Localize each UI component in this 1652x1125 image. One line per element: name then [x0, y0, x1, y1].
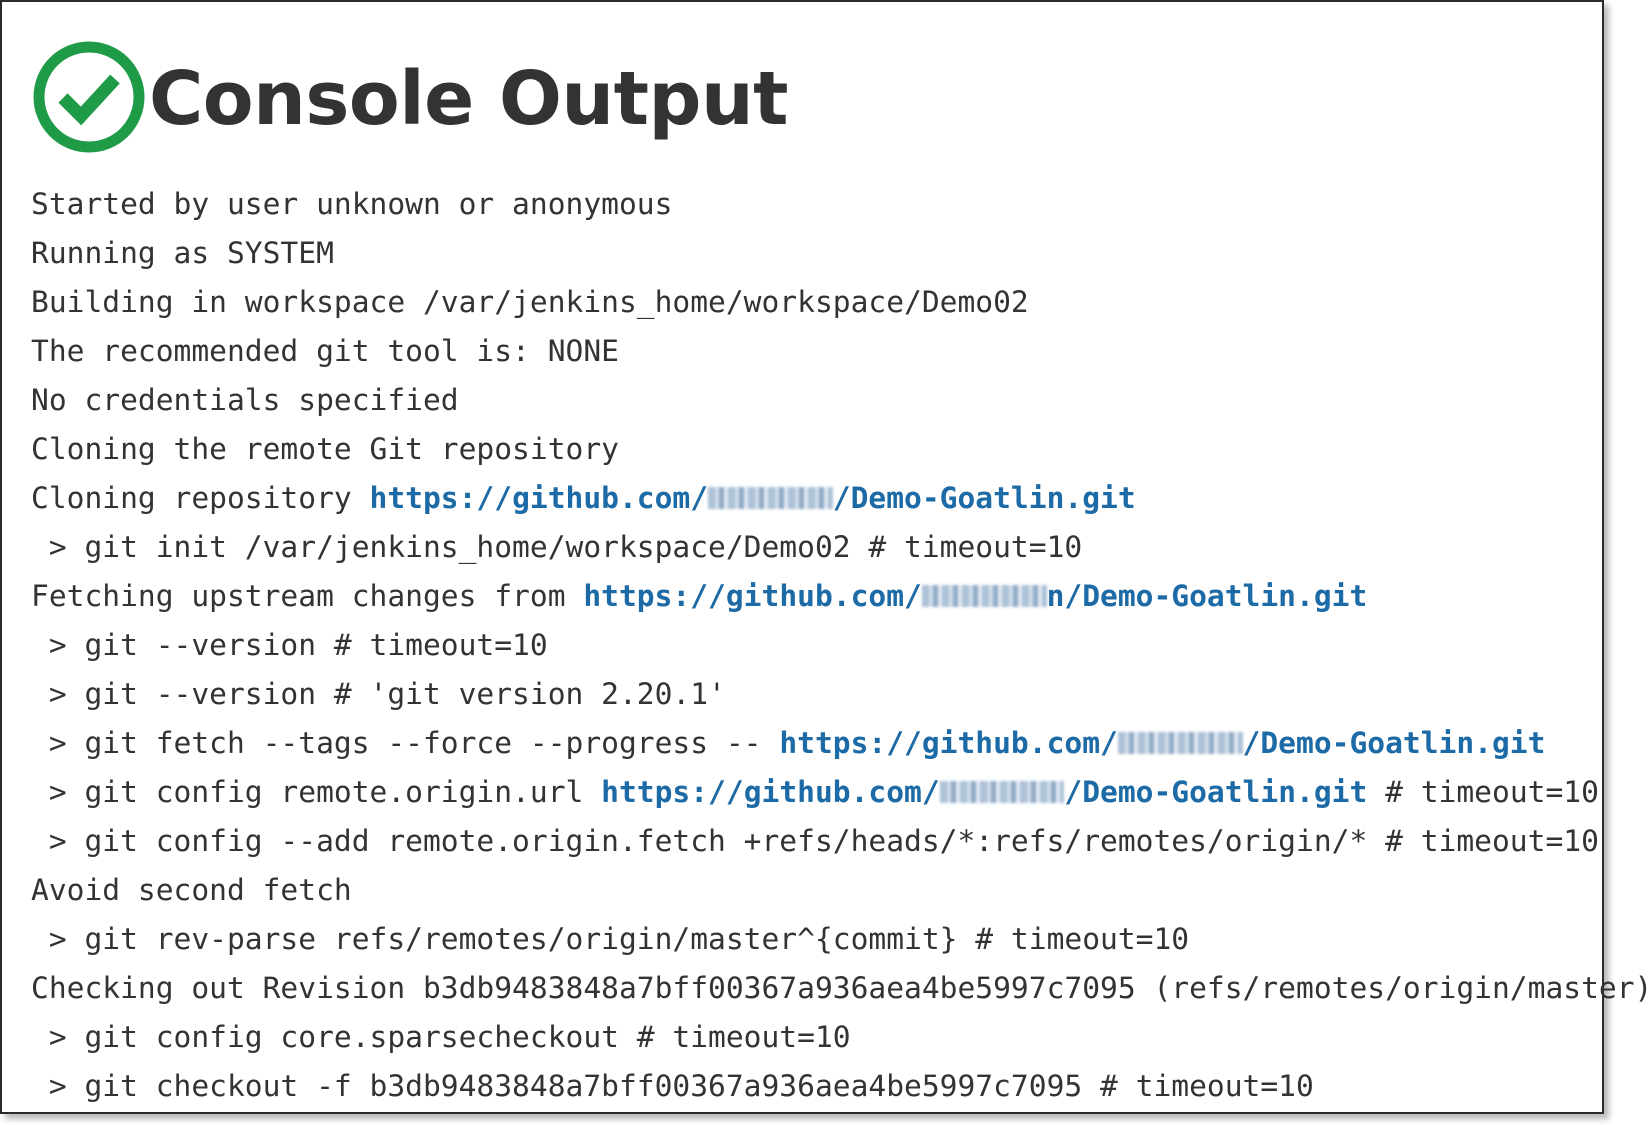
console-line: Fetching upstream changes from https://g…	[31, 572, 1602, 621]
console-text: > git init /var/jenkins_home/workspace/D…	[31, 530, 1083, 564]
redacted-username	[708, 486, 833, 509]
console-line: Running as SYSTEM	[31, 229, 1602, 278]
console-line: Cloning repository https://github.com/ /D…	[31, 474, 1602, 523]
link-text: n/Demo-Goatlin.git	[1046, 579, 1368, 613]
console-text: Avoid second fetch	[31, 873, 352, 907]
console-line: Checking out Revision b3db9483848a7bff00…	[31, 964, 1652, 1013]
redacted-username	[1117, 731, 1243, 754]
console-line: > git rev-parse refs/remotes/origin/mast…	[31, 915, 1602, 964]
console-line: > git config remote.origin.url https://g…	[31, 768, 1602, 817]
page-title: Console Output	[149, 56, 789, 142]
console-line: > git config --add remote.origin.fetch +…	[31, 817, 1602, 866]
console-text: > git config --add remote.origin.fetch +…	[31, 824, 1599, 858]
page-header: Console Output	[33, 40, 789, 158]
link-text: https://github.com/	[601, 775, 940, 809]
redacted-username	[939, 780, 1065, 803]
link-text: https://github.com/	[779, 726, 1118, 760]
console-text: > git checkout -f b3db9483848a7bff00367a…	[31, 1069, 1314, 1103]
console-text: Cloning repository	[31, 481, 370, 515]
console-text: Fetching upstream changes from	[31, 579, 584, 613]
redacted-username	[921, 584, 1047, 607]
repository-link[interactable]: https://github.com/ /Demo-Goatlin.git	[601, 775, 1367, 809]
console-text: Running as SYSTEM	[31, 236, 334, 270]
console-line: > git fetch --tags --force --progress --…	[31, 719, 1602, 768]
console-line: > git --version # 'git version 2.20.1'	[31, 670, 1602, 719]
repository-link[interactable]: https://github.com/n/Demo-Goatlin.git	[583, 579, 1367, 613]
repository-link[interactable]: https://github.com/ /Demo-Goatlin.git	[779, 726, 1545, 760]
console-line: > git --version # timeout=10	[31, 621, 1602, 670]
console-text: > git rev-parse refs/remotes/origin/mast…	[31, 922, 1190, 956]
console-text: Cloning the remote Git repository	[31, 432, 619, 466]
console-line: > git checkout -f b3db9483848a7bff00367a…	[31, 1062, 1602, 1111]
console-line: > git init /var/jenkins_home/workspace/D…	[31, 523, 1602, 572]
console-line: Building in workspace /var/jenkins_home/…	[31, 278, 1602, 327]
link-text: /Demo-Goatlin.git	[1242, 726, 1546, 760]
console-text: > git config core.sparsecheckout # timeo…	[31, 1020, 851, 1054]
console-text: > git fetch --tags --force --progress --	[31, 726, 780, 760]
console-line: The recommended git tool is: NONE	[31, 327, 1602, 376]
console-text: No credentials specified	[31, 383, 459, 417]
console-text: Started by user unknown or anonymous	[31, 187, 673, 221]
console-line: Cloning the remote Git repository	[31, 425, 1602, 474]
console-text: The recommended git tool is: NONE	[31, 334, 619, 368]
console-text: > git --version # timeout=10	[31, 628, 548, 662]
check-circle-icon	[33, 41, 149, 157]
console-text: # timeout=10	[1367, 775, 1599, 809]
console-text: > git --version # 'git version 2.20.1'	[31, 677, 726, 711]
console-line: Started by user unknown or anonymous	[31, 180, 1602, 229]
link-text: https://github.com/	[583, 579, 922, 613]
console-text: Building in workspace /var/jenkins_home/…	[31, 285, 1029, 319]
console-text: > git config remote.origin.url	[31, 775, 602, 809]
link-text: /Demo-Goatlin.git	[1064, 775, 1368, 809]
link-text: https://github.com/	[369, 481, 709, 515]
console-text: Checking out Revision b3db9483848a7bff00…	[31, 971, 1652, 1005]
console-line: No credentials specified	[31, 376, 1602, 425]
repository-link[interactable]: https://github.com/ /Demo-Goatlin.git	[370, 481, 1136, 515]
link-text: /Demo-Goatlin.git	[832, 481, 1136, 515]
console-line: Avoid second fetch	[31, 866, 1602, 915]
console-line: > git config core.sparsecheckout # timeo…	[31, 1013, 1602, 1062]
